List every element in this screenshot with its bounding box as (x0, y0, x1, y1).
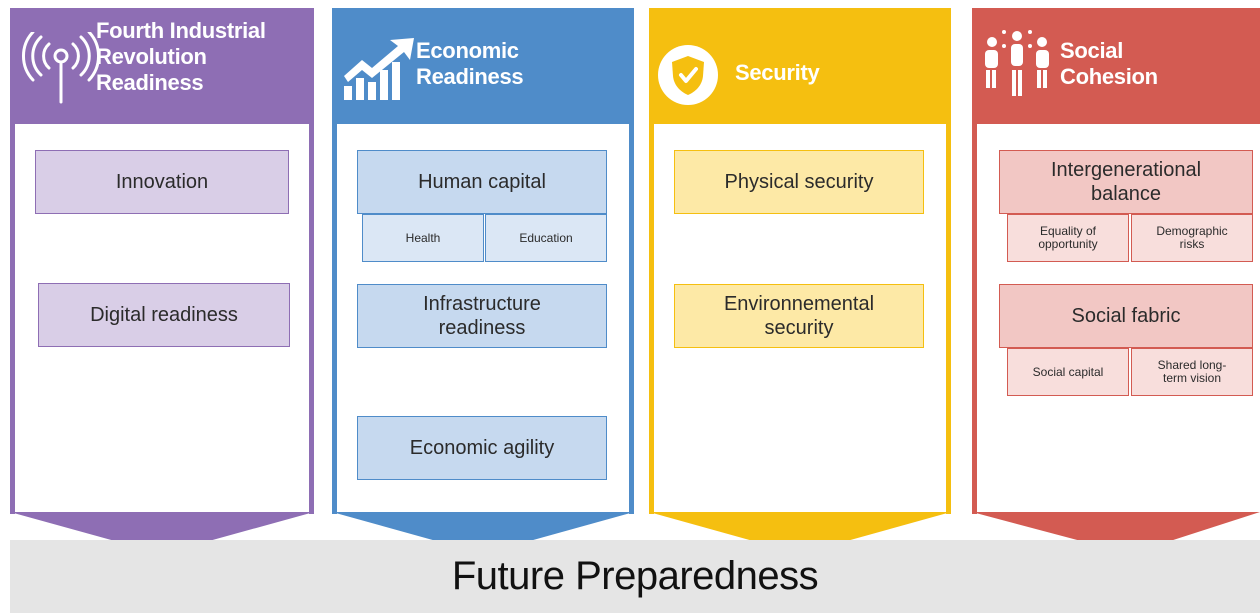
antenna-icon (20, 30, 102, 109)
title-line: Fourth Industrial (96, 18, 266, 43)
title-line: Readiness (416, 64, 524, 89)
sub-box-social-capital: Social capital (1007, 348, 1129, 396)
title-line: Revolution (96, 44, 207, 69)
box-economic-agility: Economic agility (357, 416, 607, 480)
pillar-header: Fourth Industrial Revolution Readiness (10, 8, 314, 124)
sub-box-health: Health (362, 214, 484, 262)
box-social-fabric: Social fabric (999, 284, 1253, 348)
box-innovation: Innovation (35, 150, 289, 214)
pillar-header: Security (649, 8, 951, 124)
box-digital-readiness: Digital readiness (38, 283, 290, 347)
title-line: Cohesion (1060, 64, 1158, 89)
pillar-arrow (332, 512, 634, 554)
pillar-body: Physical security Environnemental securi… (649, 124, 951, 514)
pillar-arrow (972, 512, 1260, 554)
pillar-body: Intergenerational balance Equality of op… (972, 124, 1260, 514)
title-line: Security (735, 60, 820, 85)
pillar-body: Innovation Digital readiness (10, 124, 314, 514)
sub-box-education: Education (485, 214, 607, 262)
sub-box-shared-long-term-vision: Shared long-term vision (1131, 348, 1253, 396)
box-human-capital: Human capital (357, 150, 607, 214)
box-environmental-security: Environnemental security (674, 284, 924, 348)
box-intergenerational-balance: Intergenerational balance (999, 150, 1253, 214)
pillar-arrow (649, 512, 951, 554)
title-line: Social (1060, 38, 1124, 63)
pillar-header: Economic Readiness (332, 8, 634, 124)
future-preparedness-bar: Future Preparedness (10, 540, 1260, 613)
sub-box-equality-of-opportunity: Equality of opportunity (1007, 214, 1129, 262)
pillar-body: Human capital Health Education Infrastru… (332, 124, 634, 514)
title-line: Readiness (96, 70, 204, 95)
pillar-title: Fourth Industrial Revolution Readiness (96, 18, 266, 96)
box-infrastructure-readiness: Infrastructure readiness (357, 284, 607, 348)
people-group-icon (980, 30, 1054, 105)
pillar-title: Economic Readiness (416, 38, 524, 90)
growth-chart-icon (342, 38, 416, 105)
shield-check-icon (657, 44, 719, 111)
pillar-title: Social Cohesion (1060, 38, 1158, 90)
sub-box-demographic-risks: Demographic risks (1131, 214, 1253, 262)
pillar-arrow (10, 512, 314, 554)
pillar-title: Security (735, 60, 820, 86)
pillar-header: Social Cohesion (972, 8, 1260, 124)
title-line: Economic (416, 38, 519, 63)
box-physical-security: Physical security (674, 150, 924, 214)
